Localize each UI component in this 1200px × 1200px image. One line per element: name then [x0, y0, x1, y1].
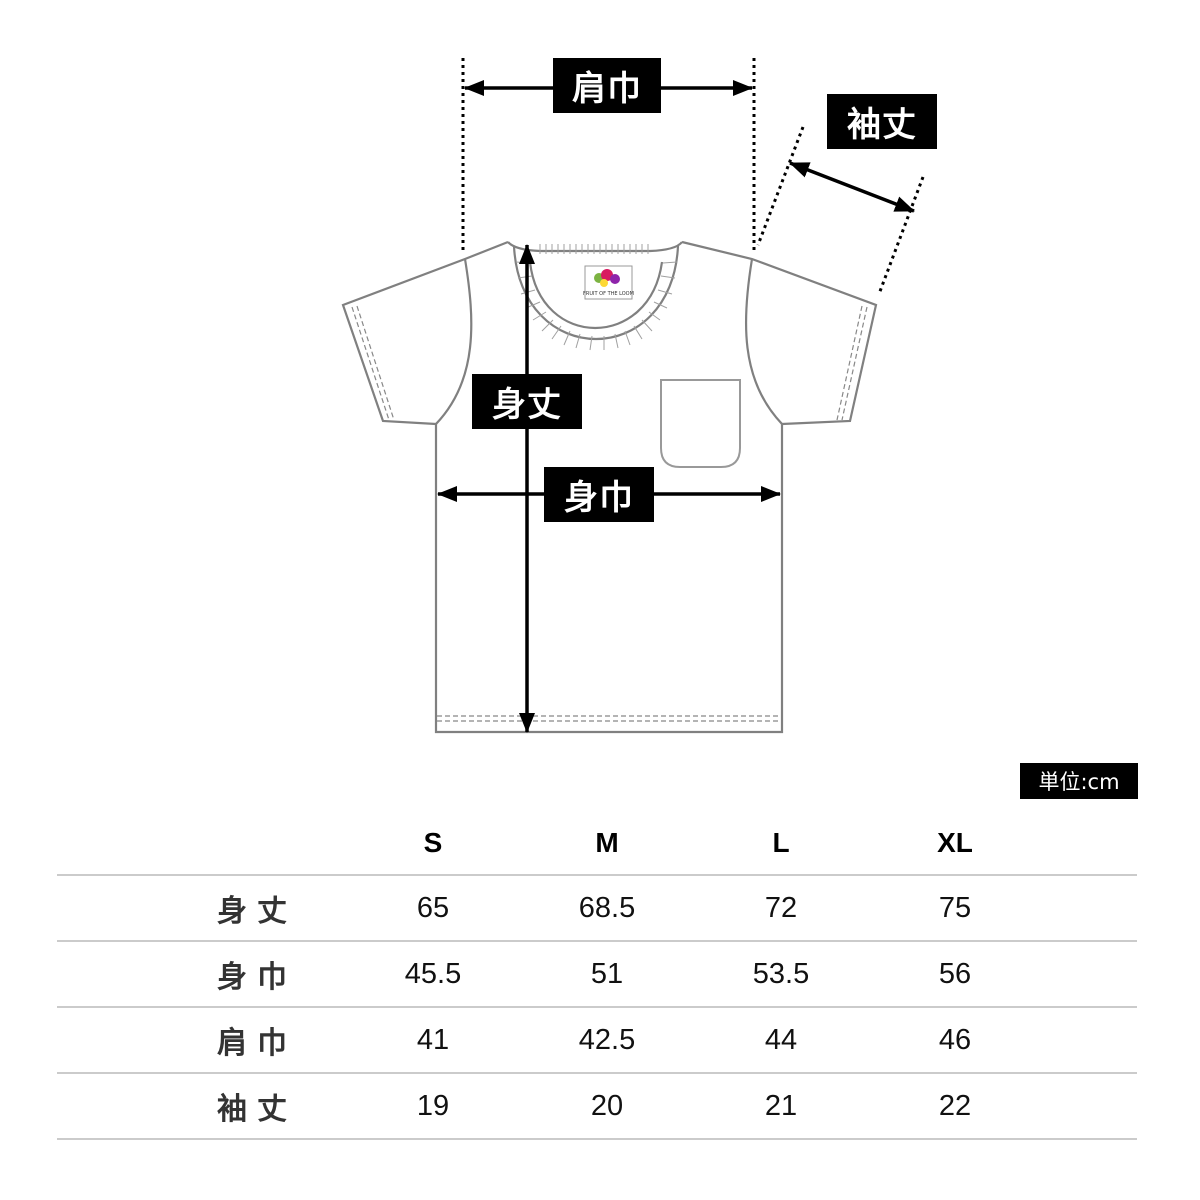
- table-cell: 22: [938, 1089, 972, 1122]
- body-width-label: 身巾: [544, 467, 654, 522]
- row-label: 袖丈: [217, 1092, 297, 1127]
- table-cell: 45.5: [404, 957, 462, 990]
- column-header-xl: XL: [937, 827, 973, 858]
- table-cell: 20: [590, 1089, 624, 1122]
- tshirt-outline-illustration: FRUIT OF THE LOOM: [341, 58, 925, 734]
- table-row: 肩巾 41 42.5 44 46: [57, 1006, 1137, 1072]
- size-table: S M L XL 身丈 65 68.5 72 75 身巾 45.5 51 53.…: [57, 812, 1137, 1140]
- table-cell: 56: [938, 957, 972, 990]
- table-cell: 21: [764, 1089, 798, 1122]
- shirt-outline: [341, 240, 878, 734]
- table-row: 身丈 65 68.5 72 75: [57, 874, 1137, 940]
- row-label: 身丈: [217, 894, 297, 929]
- table-cell: 41: [416, 1023, 450, 1056]
- sleeve-stitching: [351, 305, 868, 722]
- table-cell: 42.5: [578, 1023, 636, 1056]
- table-cell: 72: [764, 891, 798, 924]
- table-row: 袖丈 19 20 21 22: [57, 1072, 1137, 1140]
- column-header-l: L: [772, 827, 790, 858]
- unit-badge: 単位:cm: [1020, 763, 1138, 799]
- sleeve-length-label: 袖丈: [827, 94, 937, 149]
- column-header-s: S: [423, 827, 443, 858]
- table-cell: 75: [938, 891, 972, 924]
- table-header-row: S M L XL: [57, 812, 1137, 874]
- column-header-m: M: [595, 827, 619, 858]
- table-cell: 44: [764, 1023, 798, 1056]
- table-cell: 46: [938, 1023, 972, 1056]
- body-length-label: 身丈: [472, 374, 582, 429]
- guide-lines: [461, 58, 925, 295]
- row-label: 肩巾: [217, 1026, 297, 1061]
- table-cell: 19: [416, 1089, 450, 1122]
- brand-tag: FRUIT OF THE LOOM: [583, 265, 634, 300]
- table-cell: 68.5: [578, 891, 636, 924]
- row-label: 身巾: [217, 960, 297, 995]
- table-cell: 53.5: [752, 957, 810, 990]
- svg-text:FRUIT OF THE LOOM: FRUIT OF THE LOOM: [583, 291, 634, 297]
- sleeve-length-arrow: [789, 161, 915, 213]
- shoulder-width-label: 肩巾: [553, 58, 661, 113]
- tshirt-size-diagram: FRUIT OF THE LOOM 肩巾 袖丈 身丈 身巾: [341, 58, 937, 734]
- table-row: 身巾 45.5 51 53.5 56: [57, 940, 1137, 1006]
- table-cell: 51: [590, 957, 624, 990]
- table-cell: 65: [416, 891, 450, 924]
